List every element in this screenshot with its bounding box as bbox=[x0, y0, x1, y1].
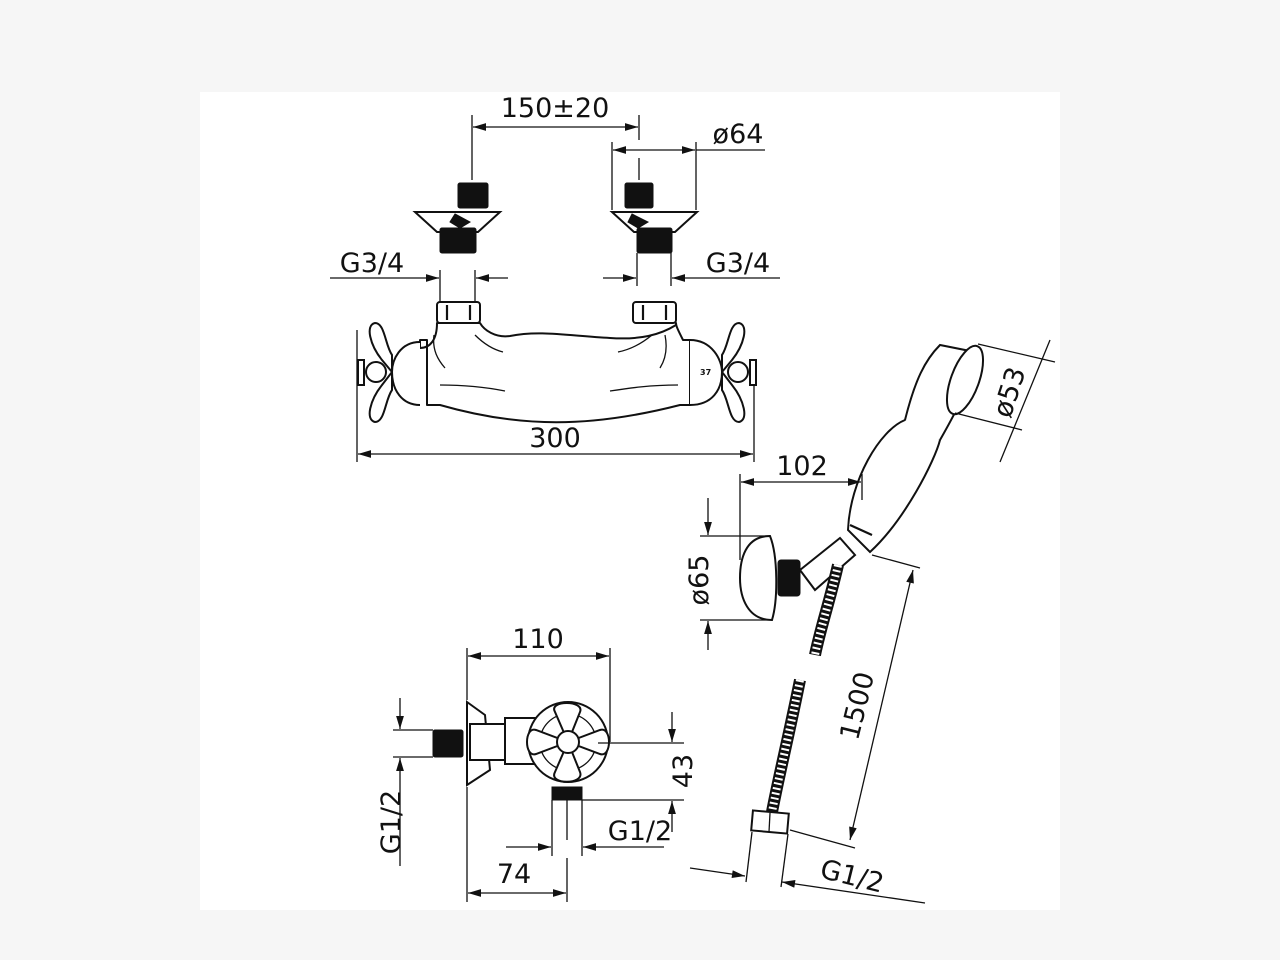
dimension-hose-thread: G1/2 bbox=[689, 831, 926, 904]
dimension-label-flange-diameter: ø64 bbox=[713, 119, 764, 150]
cross-handle-left bbox=[357, 321, 393, 424]
inlet-fitting-right bbox=[609, 182, 700, 254]
wall-bracket bbox=[738, 534, 857, 622]
dimension-label-inlet-right: G3/4 bbox=[706, 248, 770, 279]
dimension-label-head-diameter: ø53 bbox=[987, 363, 1032, 421]
cross-handle-right bbox=[721, 321, 757, 424]
dimension-label-outlet-depth: 74 bbox=[497, 859, 531, 890]
dimension-label-bracket-diameter: ø65 bbox=[684, 555, 715, 606]
dimension-bracket-diameter: ø65 bbox=[684, 498, 772, 650]
dimension-side-depth: 110 bbox=[466, 624, 611, 902]
shower-hose bbox=[750, 563, 844, 835]
dimension-spacing: 150±20 bbox=[471, 93, 640, 180]
dimension-label-hose-length: 1500 bbox=[834, 669, 881, 743]
dimension-label-outlet-offset: 43 bbox=[668, 754, 699, 788]
dimension-outlet-offset: 43 bbox=[582, 712, 699, 832]
dimension-label-spacing: 150±20 bbox=[501, 93, 610, 124]
temperature-marking: 37 bbox=[700, 368, 711, 377]
hand-shower bbox=[846, 343, 985, 554]
mixer-body: 37 bbox=[390, 301, 724, 424]
dimension-label-side-inlet: G1/2 bbox=[376, 790, 407, 854]
dimension-inlet-left: G3/4 bbox=[330, 248, 508, 302]
inlet-fitting-left bbox=[412, 182, 503, 254]
dimension-label-overall-width: 300 bbox=[529, 423, 581, 454]
dimension-label-inlet-left: G3/4 bbox=[340, 248, 404, 279]
dimension-flange-diameter: ø64 bbox=[611, 119, 765, 210]
dimension-outlet-thread: G1/2 bbox=[506, 800, 672, 856]
dimension-overall-width: 300 bbox=[356, 330, 755, 462]
side-view-valve bbox=[432, 700, 610, 801]
dimension-label-outlet-thread: G1/2 bbox=[608, 816, 672, 847]
dimension-label-bracket-projection: 102 bbox=[776, 451, 828, 482]
dimension-hose-length: 1500 bbox=[789, 554, 921, 849]
dimension-outlet-depth: 74 bbox=[468, 800, 568, 902]
dimension-label-side-depth: 110 bbox=[512, 624, 564, 655]
dimension-inlet-right: G3/4 bbox=[603, 248, 780, 286]
dimension-side-inlet: G1/2 bbox=[376, 698, 433, 866]
dimension-bracket-projection: 102 bbox=[739, 451, 863, 560]
